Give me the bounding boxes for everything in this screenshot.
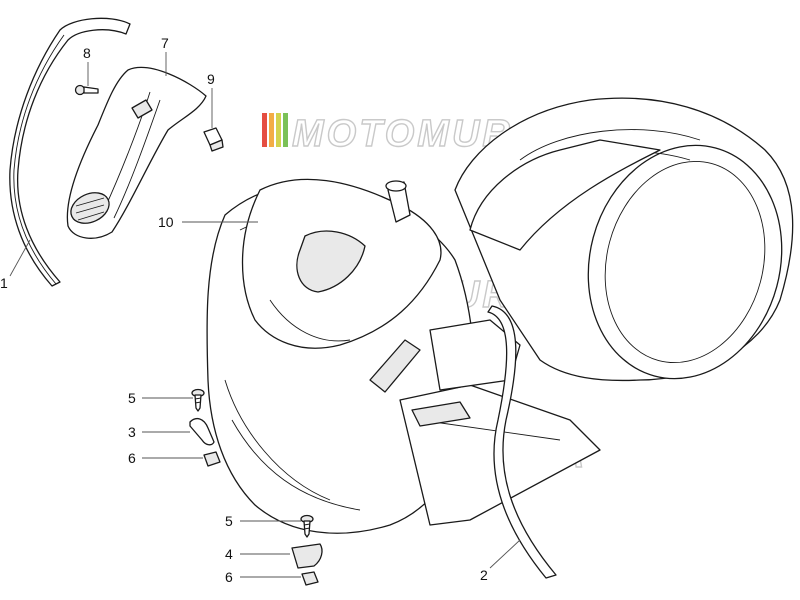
callout-7: 7 bbox=[161, 35, 169, 51]
bolt-icon bbox=[74, 84, 99, 96]
callout-5: 5 bbox=[128, 390, 136, 406]
callout-labels: 1 2 3 4 5 5 6 6 7 8 9 10 bbox=[0, 35, 488, 585]
callout-4: 4 bbox=[225, 546, 233, 562]
cable-icon bbox=[487, 305, 557, 579]
callout-2: 2 bbox=[480, 567, 488, 583]
trim-strip-icon bbox=[9, 17, 131, 287]
leader-lines bbox=[9, 52, 521, 578]
shim-plate-icon bbox=[291, 543, 323, 569]
callout-1: 1 bbox=[0, 275, 8, 291]
callout-5: 5 bbox=[225, 513, 233, 529]
screw-icon bbox=[191, 388, 205, 412]
watermark-stripe bbox=[262, 113, 267, 147]
watermark-stripe bbox=[269, 113, 274, 147]
nut-icon bbox=[203, 451, 221, 467]
callout-9: 9 bbox=[207, 71, 215, 87]
callout-10: 10 bbox=[158, 214, 174, 230]
screw-icon bbox=[300, 514, 314, 538]
leg-shield-cover-icon bbox=[66, 66, 207, 239]
callout-8: 8 bbox=[83, 45, 91, 61]
callout-6: 6 bbox=[225, 569, 233, 585]
watermark-stripe bbox=[283, 113, 288, 147]
leader-line bbox=[9, 239, 31, 277]
clip-icon bbox=[189, 417, 215, 446]
nut-icon bbox=[301, 571, 319, 586]
watermark-stripe bbox=[276, 113, 281, 147]
callout-6: 6 bbox=[128, 450, 136, 466]
clip-nut-icon bbox=[203, 127, 224, 152]
callout-3: 3 bbox=[128, 424, 136, 440]
leader-line bbox=[489, 539, 521, 569]
